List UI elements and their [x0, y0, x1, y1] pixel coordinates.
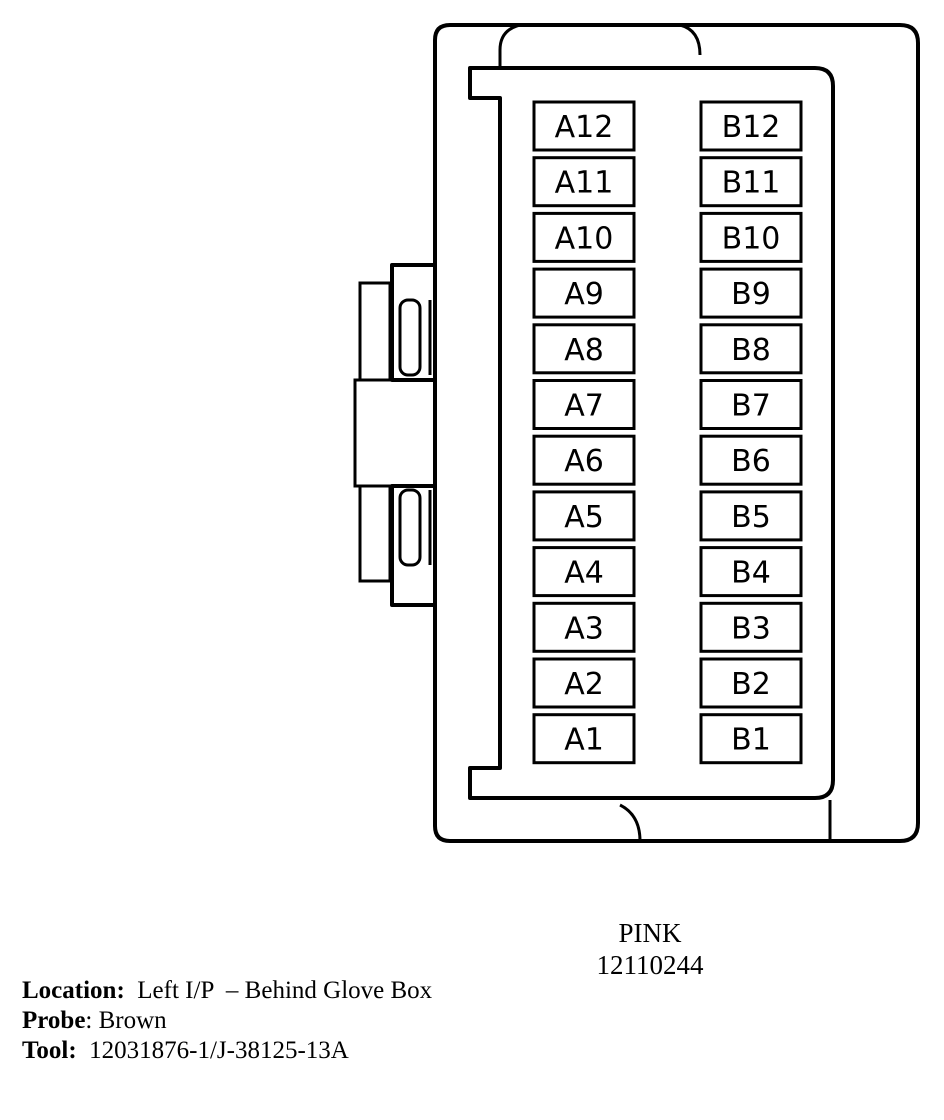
pin-cavity-a7	[532, 379, 636, 430]
pin-cavity-a8	[532, 323, 636, 375]
tool-label: Tool:	[22, 1037, 77, 1064]
pin-label-b12: B12	[722, 110, 781, 145]
pin-label-b4: B4	[731, 556, 771, 591]
pin-label-a12: A12	[555, 110, 614, 145]
pin-cavity-a6	[532, 434, 636, 486]
pin-label-a2: A2	[564, 667, 604, 702]
pin-label-a4: A4	[564, 556, 604, 591]
pin-cavity-b12	[699, 100, 803, 152]
pin-cavity-a1	[532, 713, 636, 765]
connector-part-number: 12110244	[596, 950, 704, 980]
pin-cavity-b6	[699, 434, 803, 486]
pin-cavity-b1	[699, 713, 803, 765]
pin-cavity-a3	[532, 601, 636, 653]
pin-label-b5: B5	[731, 500, 771, 535]
pin-label-a9: A9	[564, 277, 604, 312]
pin-label-b2: B2	[731, 667, 771, 702]
pin-label-b3: B3	[731, 611, 771, 646]
pin-cavity-b3	[699, 601, 803, 653]
connector-color-label: PINK	[618, 918, 682, 948]
pin-label-b6: B6	[731, 444, 771, 479]
tool-value: 12031876-1/J-38125-13A	[89, 1037, 349, 1064]
pin-label-a8: A8	[564, 333, 604, 368]
pin-label-a3: A3	[564, 611, 604, 646]
connector-housing	[433, 23, 920, 843]
probe-label: Probe	[22, 1007, 86, 1034]
tool-line: Tool: 12031876-1/J-38125-13A	[22, 1036, 349, 1066]
pin-cavity-a4	[532, 546, 636, 598]
pin-label-a5: A5	[564, 500, 604, 535]
pin-cavity-b7	[699, 379, 803, 430]
pin-label-b1: B1	[731, 723, 771, 758]
probe-value: : Brown	[85, 1007, 167, 1034]
pin-label-a11: A11	[555, 166, 614, 201]
pin-cavity-b11	[699, 156, 803, 208]
pin-cavity-a12	[532, 100, 636, 152]
pin-label-b10: B10	[722, 221, 781, 256]
location-label: Location:	[22, 977, 125, 1004]
pin-cavity-a9	[532, 267, 636, 319]
pin-label-b11: B11	[722, 166, 781, 201]
pin-cavity-b5	[699, 490, 803, 542]
pin-cavity-b2	[699, 657, 803, 709]
pin-label-b9: B9	[731, 277, 771, 312]
pin-label-a1: A1	[564, 723, 604, 758]
location-value: Left I/P – Behind Glove Box	[137, 977, 433, 1004]
pin-cavity-a11	[532, 156, 636, 208]
pin-label-b7: B7	[731, 389, 771, 424]
pin-cavity-b8	[699, 323, 803, 375]
pin-cavity-a2	[532, 657, 636, 709]
pin-cavity-b10	[699, 211, 803, 263]
location-line: Location: Left I/P – Behind Glove Box	[22, 976, 432, 1006]
pin-cavity-b4	[699, 546, 803, 598]
pin-cavity-b9	[699, 267, 803, 319]
pin-label-a10: A10	[555, 221, 614, 256]
pin-label-a6: A6	[564, 444, 604, 479]
pin-cavity-a10	[532, 211, 636, 263]
pin-label-a7: A7	[564, 389, 604, 424]
pin-cavity-a5	[532, 490, 636, 542]
probe-line: Probe: Brown	[22, 1006, 167, 1036]
pin-label-b8: B8	[731, 333, 771, 368]
